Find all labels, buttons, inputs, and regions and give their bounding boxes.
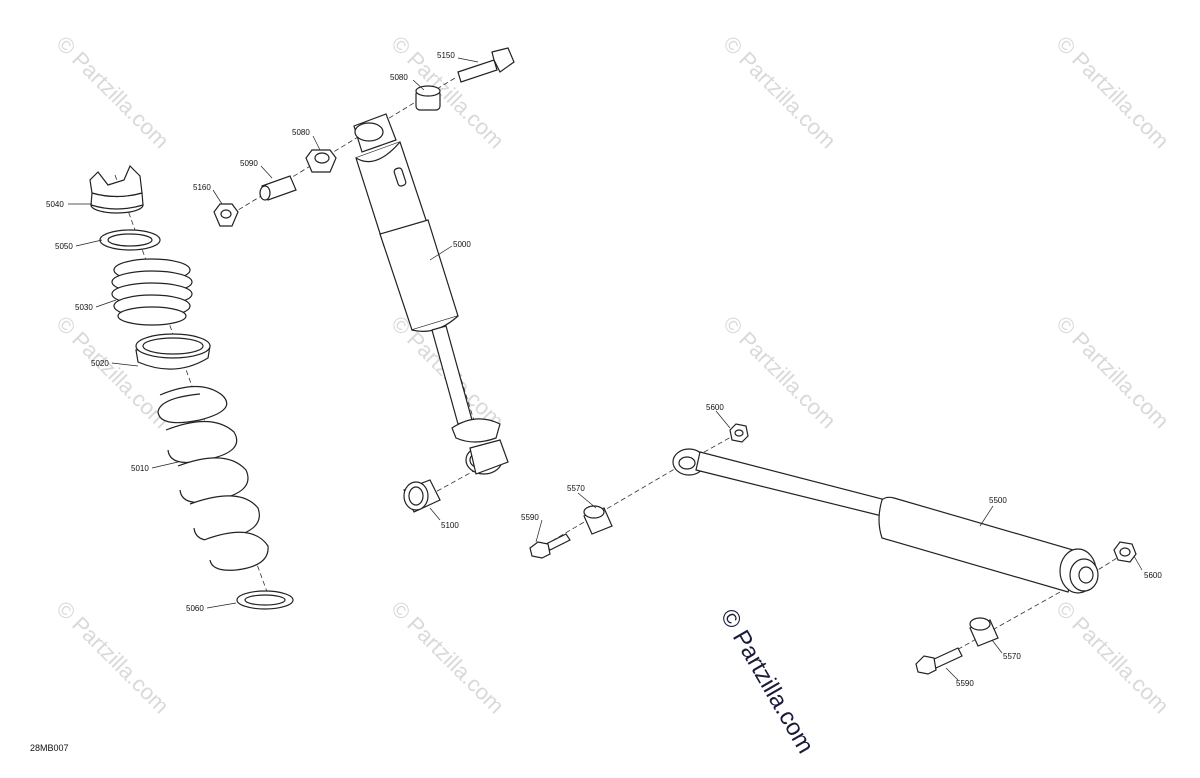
- watermark: © Partzilla.com: [718, 311, 841, 434]
- callout-5570-upper: 5570: [567, 484, 585, 493]
- callout-5020: 5020: [91, 359, 109, 368]
- watermark: © Partzilla.com: [1051, 596, 1174, 719]
- leader-lines: [68, 57, 1143, 681]
- nut: [213, 203, 239, 227]
- bolt-upper: [457, 47, 515, 83]
- damper-bolt-upper: [529, 533, 571, 559]
- callout-labels: 5150 5080 5080 5090 5160 5040 5050 5030 …: [46, 51, 1162, 688]
- damper-hardware: [529, 423, 1137, 675]
- watermark: © Partzilla.com: [1051, 311, 1174, 434]
- callout-5500: 5500: [989, 496, 1007, 505]
- damper-nut-lower: [1113, 541, 1137, 563]
- upper-mount-hardware: [213, 47, 515, 227]
- watermark: © Partzilla.com: [1051, 31, 1174, 154]
- bushing-upper: [415, 85, 441, 111]
- shock-absorber: [353, 113, 509, 475]
- sleeve: [259, 175, 297, 201]
- bushing-lower: [403, 479, 441, 513]
- callout-5590-upper: 5590: [521, 513, 539, 522]
- watermark: © Partzilla.com: [386, 596, 509, 719]
- callout-5060: 5060: [186, 604, 204, 613]
- callout-5090: 5090: [240, 159, 258, 168]
- callout-5100: 5100: [441, 521, 459, 530]
- callout-5600-lower: 5600: [1144, 571, 1162, 580]
- washer-upper: [305, 149, 337, 173]
- upper-spring: [111, 258, 193, 326]
- watermark: © Partzilla.com: [718, 31, 841, 154]
- spring-retainer-cap: [89, 164, 144, 214]
- watermark: © Partzilla.com: [386, 31, 509, 154]
- watermark: © Partzilla.com: [51, 311, 174, 434]
- callout-5570-lower: 5570: [1003, 652, 1021, 661]
- callout-5040: 5040: [46, 200, 64, 209]
- spring-collar: [135, 333, 211, 370]
- callout-5050: 5050: [55, 242, 73, 251]
- callout-5150: 5150: [437, 51, 455, 60]
- watermark: © Partzilla.com: [51, 596, 174, 719]
- damper-spacer-upper: [583, 505, 613, 535]
- damper-bolt-lower: [915, 647, 963, 675]
- callout-5590-lower: 5590: [956, 679, 974, 688]
- flat-ring: [99, 229, 161, 251]
- spring-assembly: [89, 164, 294, 610]
- center-lines: [114, 77, 1126, 666]
- diagram-code: 28MB007: [30, 743, 69, 753]
- callout-5030: 5030: [75, 303, 93, 312]
- callout-5080-upper: 5080: [390, 73, 408, 82]
- main-spring: [157, 386, 269, 571]
- watermark: © Partzilla.com: [51, 31, 174, 154]
- callout-5010: 5010: [131, 464, 149, 473]
- steering-damper: [672, 448, 1099, 594]
- copyright-mark: © Partzilla.com: [715, 605, 819, 759]
- callout-5080-lower: 5080: [292, 128, 310, 137]
- damper-spacer-lower: [969, 617, 999, 647]
- callout-5160: 5160: [193, 183, 211, 192]
- watermark-layer: © Partzilla.com © Partzilla.com © Partzi…: [51, 31, 1174, 719]
- callout-5000: 5000: [453, 240, 471, 249]
- bottom-ring: [236, 590, 294, 610]
- damper-nut-upper: [729, 423, 749, 443]
- callout-5600-upper: 5600: [706, 403, 724, 412]
